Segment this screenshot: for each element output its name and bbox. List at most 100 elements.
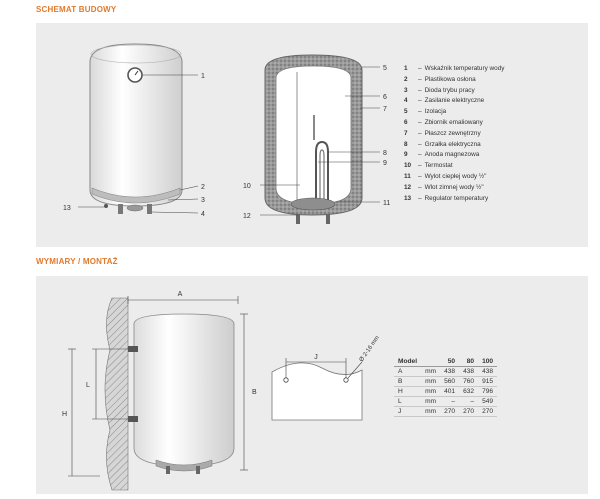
legend-item: 3 –Dioda trybu pracy bbox=[404, 86, 504, 97]
table-cell: 560 bbox=[440, 376, 460, 387]
int-callout-11: 11 bbox=[383, 200, 390, 207]
ext-callout-2: 2 bbox=[201, 184, 205, 191]
legend-number: 4 bbox=[404, 97, 408, 105]
legend-number: 7 bbox=[404, 129, 408, 137]
legend-label: Anoda magnezowa bbox=[424, 151, 480, 159]
dimensions-section-title: WYMIARY / MONTAŻ bbox=[36, 257, 118, 266]
legend-number: 3 bbox=[404, 86, 408, 94]
table-cell: J bbox=[394, 406, 422, 417]
dim-a-label: A bbox=[178, 291, 183, 298]
legend-separator: – bbox=[418, 162, 422, 170]
legend-item: 6–Zbiornik emaliowany bbox=[404, 118, 504, 129]
legend-label: Plastikowa osłona bbox=[424, 75, 476, 83]
table-header bbox=[421, 357, 441, 367]
legend-label: Płaszcz zewnętrzny bbox=[424, 129, 481, 137]
table-header: 50 bbox=[440, 357, 460, 367]
table-cell: mm bbox=[421, 376, 441, 387]
legend-item: 12–Wlot zimnej wody ½" bbox=[404, 183, 504, 194]
table-cell: 549 bbox=[478, 396, 498, 407]
mounting-diagram: A B H L J Ø 2-16 mm bbox=[62, 291, 381, 491]
ext-callout-3: 3 bbox=[201, 197, 205, 204]
table-cell: 438 bbox=[440, 366, 460, 377]
table-cell: 401 bbox=[440, 386, 460, 397]
legend-number: 1 bbox=[404, 65, 408, 72]
int-callout-5: 5 bbox=[383, 65, 387, 72]
hole-spacing-detail bbox=[271, 358, 363, 421]
table-cell: mm bbox=[421, 406, 441, 417]
wall-mount-view bbox=[68, 296, 248, 491]
legend-item: 13–Regulator temperatury bbox=[404, 194, 504, 205]
legend-separator: – bbox=[418, 194, 422, 202]
table-header: 80 bbox=[459, 357, 479, 367]
int-callout-10: 10 bbox=[243, 183, 251, 190]
int-callout-8: 8 bbox=[383, 150, 387, 157]
legend-separator: – bbox=[418, 65, 422, 72]
legend-separator: – bbox=[418, 140, 422, 148]
heater-cross-section bbox=[260, 54, 380, 224]
table-cell: H bbox=[394, 386, 422, 397]
table-cell: – bbox=[440, 396, 460, 407]
table-cell: 632 bbox=[459, 386, 479, 397]
legend-separator: – bbox=[418, 108, 422, 116]
legend-item: 4–Zasilanie elektryczne bbox=[404, 96, 504, 107]
int-callout-9: 9 bbox=[383, 160, 387, 167]
legend-separator: – bbox=[418, 172, 422, 180]
table-cell: L bbox=[394, 396, 422, 407]
table-cell: – bbox=[459, 396, 479, 407]
legend-number: 9 bbox=[404, 151, 408, 159]
legend-item: 5–Izolacja bbox=[404, 107, 504, 118]
legend-separator: – bbox=[418, 183, 422, 191]
bottom-fittings-icon bbox=[104, 204, 152, 214]
legend-number: 13 bbox=[404, 194, 412, 202]
legend-label: Wylot ciepłej wody ½" bbox=[424, 172, 487, 180]
legend-label: Termostat bbox=[424, 162, 453, 170]
legend-item: 8 –Grzałka elektryczna bbox=[404, 140, 504, 151]
heating-element-icon bbox=[313, 115, 329, 200]
temperature-gauge-icon bbox=[127, 67, 143, 83]
legend-item: 10–Termostat bbox=[404, 161, 504, 172]
legend-number: 5 bbox=[404, 108, 408, 116]
legend-item: 2 –Plastikowa osłona bbox=[404, 75, 504, 86]
ext-callout-1: 1 bbox=[201, 73, 205, 80]
table-cell: 796 bbox=[478, 386, 498, 397]
dim-h-label: H bbox=[62, 411, 67, 418]
structure-diagram: 1 2 3 4 13 5 6 7 8 9 10 11 12 bbox=[63, 43, 390, 224]
legend-number: 10 bbox=[404, 162, 412, 170]
legend-separator: – bbox=[418, 97, 422, 105]
legend-number: 6 bbox=[404, 118, 408, 126]
legend-number: 8 bbox=[404, 140, 408, 148]
ext-callout-13: 13 bbox=[63, 205, 71, 212]
table-cell: 915 bbox=[478, 376, 498, 387]
legend-number: 2 bbox=[404, 75, 408, 83]
int-callout-6: 6 bbox=[383, 94, 387, 101]
structure-section-title: SCHEMAT BUDOWY bbox=[36, 5, 117, 14]
table-cell: mm bbox=[421, 396, 441, 407]
legend-label: Dioda trybu pracy bbox=[424, 86, 475, 94]
legend-number: 12 bbox=[404, 183, 412, 191]
legend-label: Zbiornik emaliowany bbox=[424, 118, 483, 126]
legend-number: 11 bbox=[404, 172, 411, 180]
table-cell: 760 bbox=[459, 376, 479, 387]
legend-item: 1 –Wskaźnik temperatury wody bbox=[404, 64, 504, 75]
legend-label: Grzałka elektryczna bbox=[424, 140, 481, 148]
table-header-row: Model 50 80 100 bbox=[394, 357, 498, 367]
legend-separator: – bbox=[418, 151, 422, 159]
legend-item: 9 –Anoda magnezowa bbox=[404, 150, 504, 161]
hole-diameter-label: Ø 2-16 mm bbox=[359, 335, 381, 363]
legend-label: Wlot zimnej wody ½" bbox=[424, 183, 484, 191]
legend-label: Wskaźnik temperatury wody bbox=[424, 65, 505, 72]
legend-separator: – bbox=[418, 75, 422, 83]
table-cell: 270 bbox=[478, 406, 498, 417]
dim-j-label: J bbox=[314, 354, 318, 361]
dim-b-label: B bbox=[252, 389, 257, 396]
legend-separator: – bbox=[418, 86, 422, 94]
legend-item: 11–Wylot ciepłej wody ½" bbox=[404, 172, 504, 183]
int-callout-7: 7 bbox=[383, 106, 387, 113]
ext-callout-4: 4 bbox=[201, 211, 205, 218]
